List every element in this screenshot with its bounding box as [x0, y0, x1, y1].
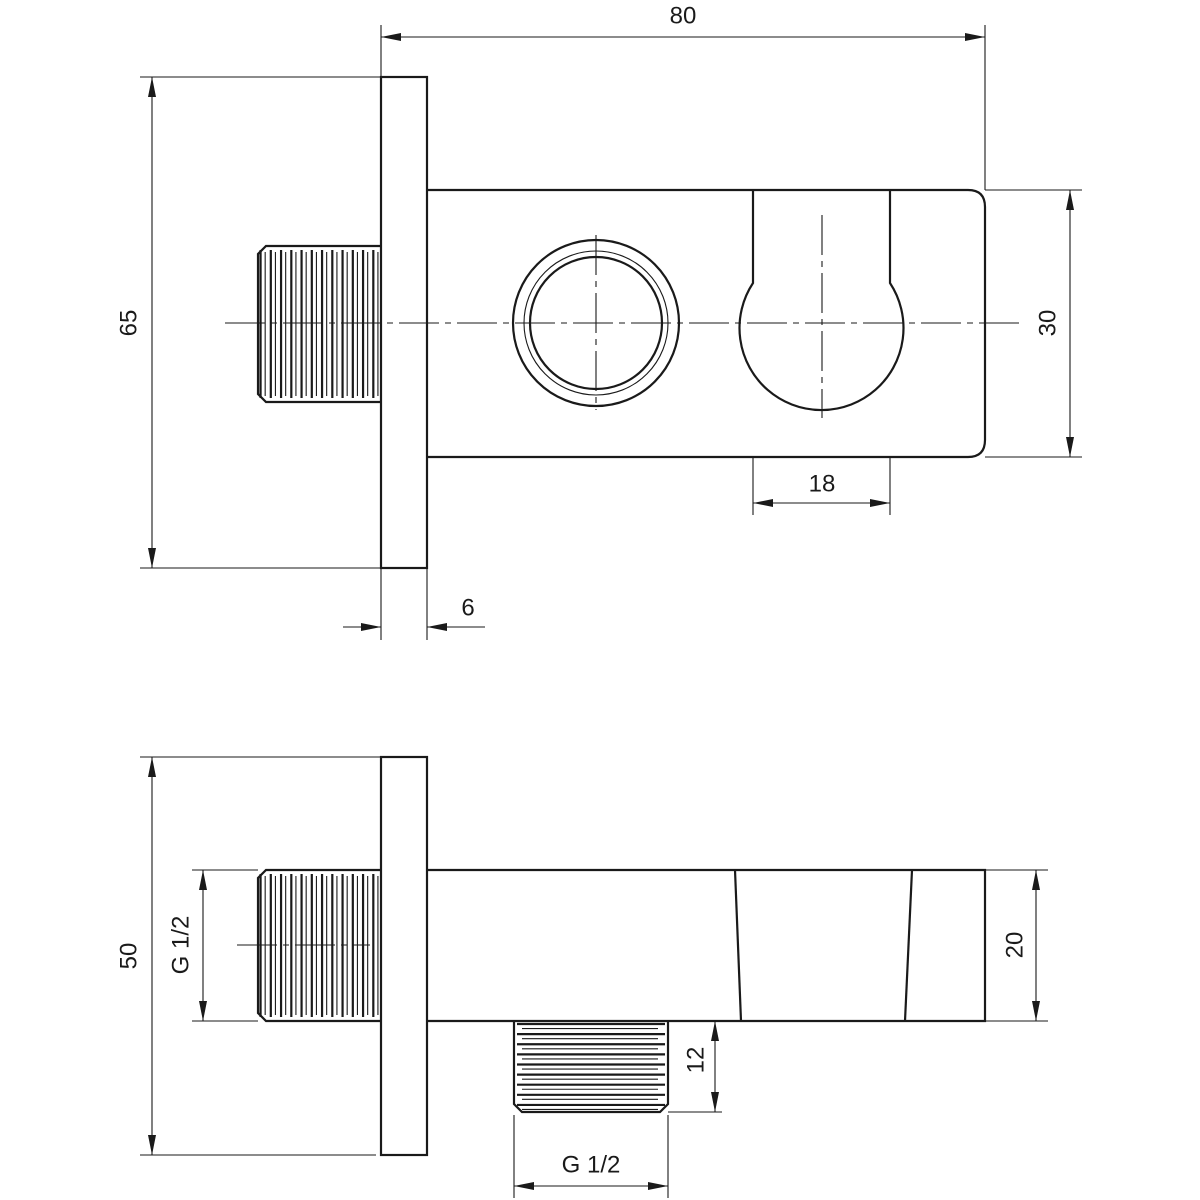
dim-label-body-height: 20 [1001, 932, 1028, 959]
dim-label-height: 50 [115, 943, 142, 970]
inlet-thread [256, 244, 381, 404]
dim-label-body-height: 30 [1034, 310, 1061, 337]
dim-label-inlet-thread: G 1/2 [167, 916, 194, 975]
dim-label-outlet-thread: G 1/2 [562, 1151, 621, 1178]
dim-label-plate: 6 [461, 594, 474, 621]
thread-stroke [512, 1021, 670, 1114]
dim-label-width: 80 [670, 2, 697, 29]
thread-stroke [256, 244, 381, 404]
body-outline [427, 868, 987, 1023]
dim-label-slot: 18 [809, 470, 836, 497]
top-view: 80 65 30 18 6 [115, 2, 1082, 640]
dim-label-height: 65 [115, 310, 142, 337]
side-view: 50 G 1/2 20 12 G 1/2 [115, 755, 1048, 1198]
wall-plate [379, 755, 429, 1157]
dim-label-outlet: 12 [682, 1047, 709, 1074]
outlet-thread [512, 1021, 670, 1114]
